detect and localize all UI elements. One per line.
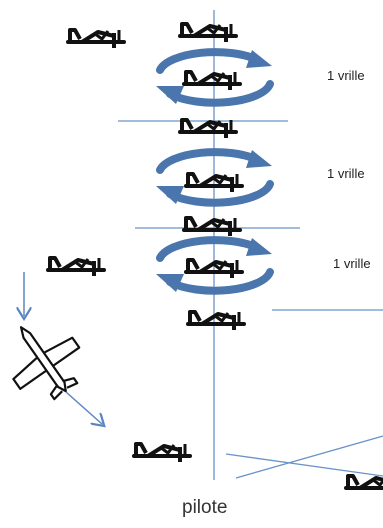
plane-icon	[182, 70, 242, 92]
spin-label-3: 1 vrille	[333, 256, 371, 271]
tilted-plane	[12, 272, 102, 424]
perspective-line-2	[235, 435, 383, 479]
spin-label-2: 1 vrille	[327, 166, 365, 181]
spin-label-1: 1 vrille	[327, 68, 365, 83]
perspective-line-1	[225, 453, 383, 477]
plane-icon	[344, 474, 383, 496]
plane-icon	[132, 442, 192, 464]
plane-icon	[12, 326, 81, 401]
plane-icon	[178, 22, 238, 44]
caption-pilot: pilote	[182, 497, 228, 518]
guide-lines	[118, 10, 383, 480]
plane-icon	[46, 256, 106, 278]
trajectory-arrow-icon	[65, 391, 102, 424]
plane-icon	[66, 28, 126, 50]
plane-icon	[182, 216, 242, 238]
plane-icon	[178, 118, 238, 140]
plane-icon	[186, 310, 246, 332]
